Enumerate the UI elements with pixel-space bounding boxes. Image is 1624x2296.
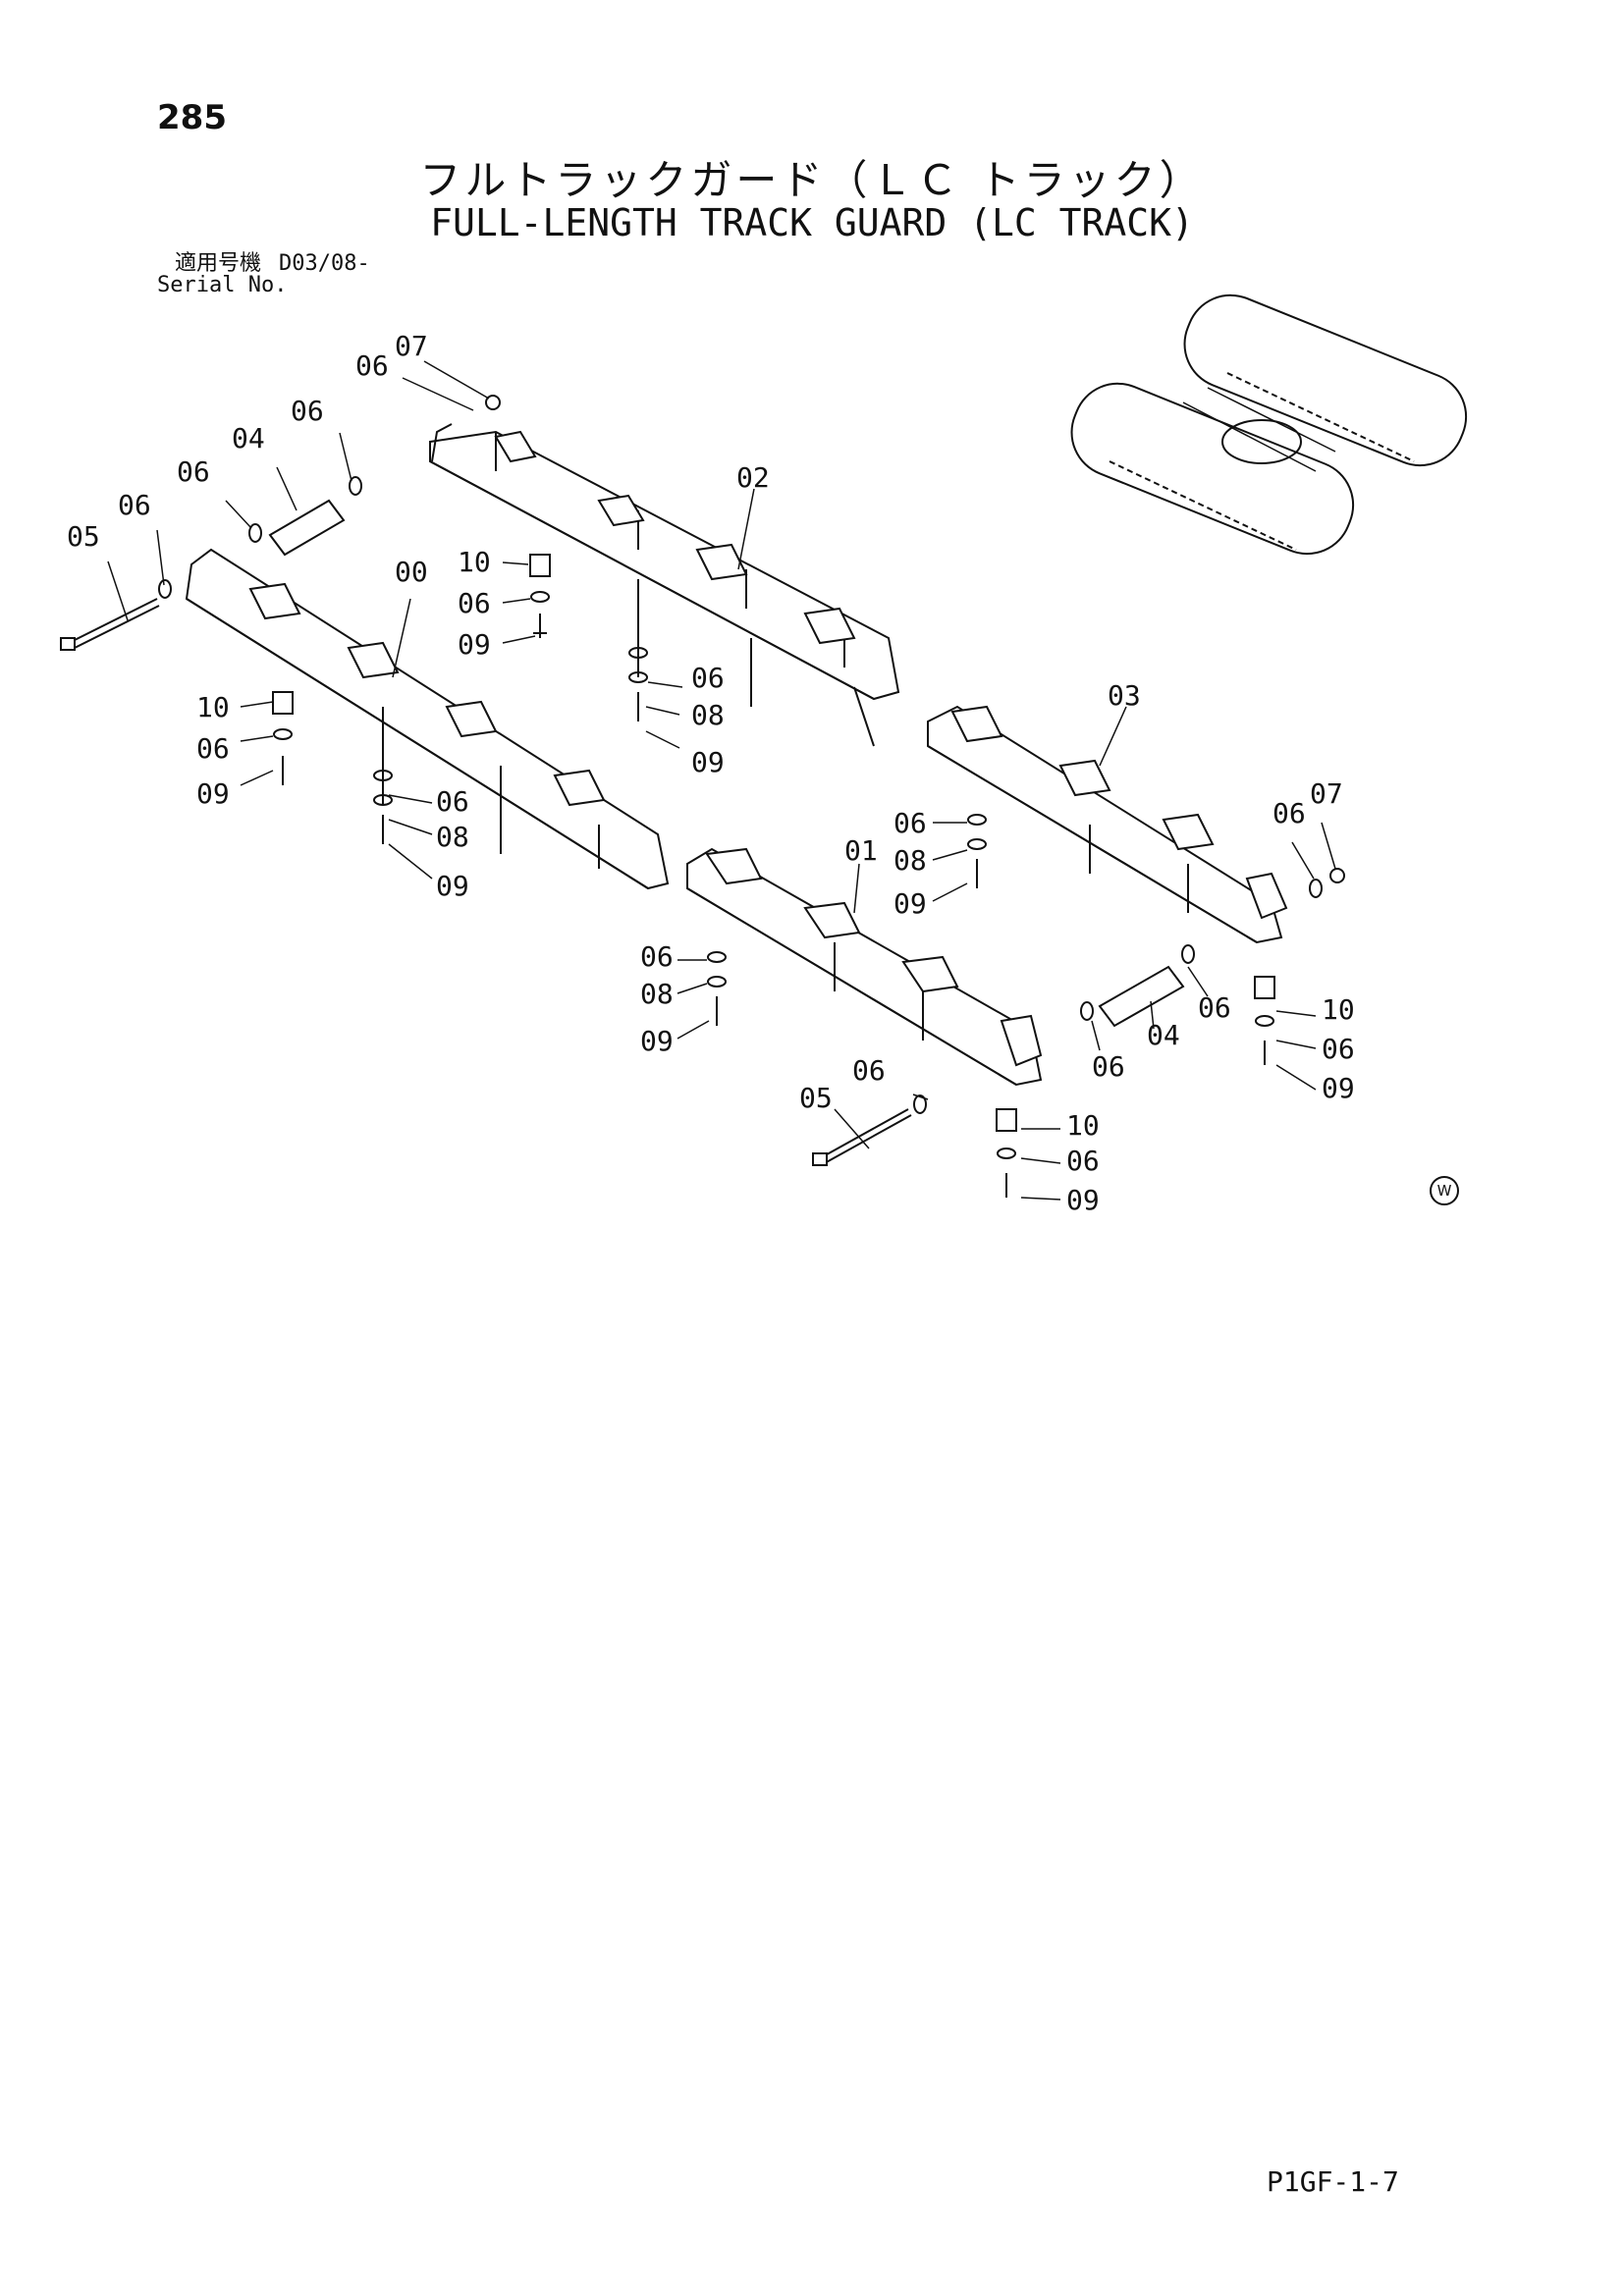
callout: 04 <box>232 422 265 454</box>
hardware-drawing <box>158 395 1345 1198</box>
callout: 10 <box>1066 1109 1100 1142</box>
callout: 06 <box>1092 1050 1125 1083</box>
callout: 09 <box>1066 1184 1100 1216</box>
callout: 06 <box>436 785 469 818</box>
callout: 06 <box>1322 1033 1355 1065</box>
callout: 06 <box>355 349 389 382</box>
callout: 04 <box>1147 1019 1180 1051</box>
callout: 05 <box>799 1082 833 1114</box>
callout: 06 <box>177 455 210 488</box>
undercarriage-thumbnail <box>1070 294 1468 556</box>
rail-01-drawing <box>686 847 1043 1087</box>
callout: 06 <box>1198 991 1231 1024</box>
callout: 09 <box>1322 1072 1355 1104</box>
serial-label-jp: 適用号機 <box>175 251 262 276</box>
callout: 05 <box>67 520 100 553</box>
callout: 06 <box>291 395 324 427</box>
title-english: FULL-LENGTH TRACK GUARD (LC TRACK) <box>430 201 1194 244</box>
title-japanese: フルトラックガード（ＬＣ トラック） <box>419 156 1205 204</box>
callout: 09 <box>436 870 469 902</box>
callout: 06 <box>196 732 230 765</box>
callout: 09 <box>458 628 491 661</box>
callout: 06 <box>118 489 151 521</box>
callout: 08 <box>893 844 927 877</box>
serial-value: D03/08- <box>279 251 370 276</box>
callout: 03 <box>1108 679 1141 712</box>
callout: 08 <box>640 978 674 1010</box>
callout: 07 <box>395 330 428 362</box>
callout: 08 <box>436 821 469 853</box>
callout: 06 <box>852 1054 886 1087</box>
callout: 06 <box>640 940 674 973</box>
serial-label-en: Serial No. <box>157 273 288 297</box>
callout: 09 <box>196 777 230 810</box>
page-number: 285 <box>157 98 227 137</box>
callout: 08 <box>691 699 725 731</box>
exploded-parts-diagram: 07 06 06 04 06 06 05 02 00 03 01 10 06 0… <box>60 294 1468 1216</box>
callout: 07 <box>1310 777 1343 810</box>
callout: 06 <box>458 587 491 619</box>
callout: 01 <box>844 834 878 867</box>
callout: 10 <box>1322 993 1355 1026</box>
callout: 00 <box>395 556 428 588</box>
serial-block: 適用号機 D03/08- Serial No. <box>157 253 370 296</box>
callout: 02 <box>736 461 770 494</box>
rail-02-drawing <box>429 423 900 747</box>
leader-lines <box>107 360 1336 1201</box>
pins-bolts-drawing <box>60 499 1185 1166</box>
callout: 09 <box>691 746 725 778</box>
callout: 06 <box>893 807 927 839</box>
callout: 09 <box>893 887 927 920</box>
w-mark-icon: W <box>1430 1176 1459 1205</box>
callout: 10 <box>458 546 491 578</box>
callout: 06 <box>1066 1145 1100 1177</box>
page-code: P1GF-1-7 <box>1267 2165 1399 2198</box>
callout: 06 <box>1272 797 1306 829</box>
callout-labels: 07 06 06 04 06 06 05 02 00 03 01 10 06 0… <box>67 330 1355 1216</box>
rail-00-drawing <box>185 548 670 890</box>
callout: 09 <box>640 1025 674 1057</box>
rail-03-drawing <box>927 705 1288 944</box>
callout: 10 <box>196 691 230 723</box>
callout: 06 <box>691 662 725 694</box>
